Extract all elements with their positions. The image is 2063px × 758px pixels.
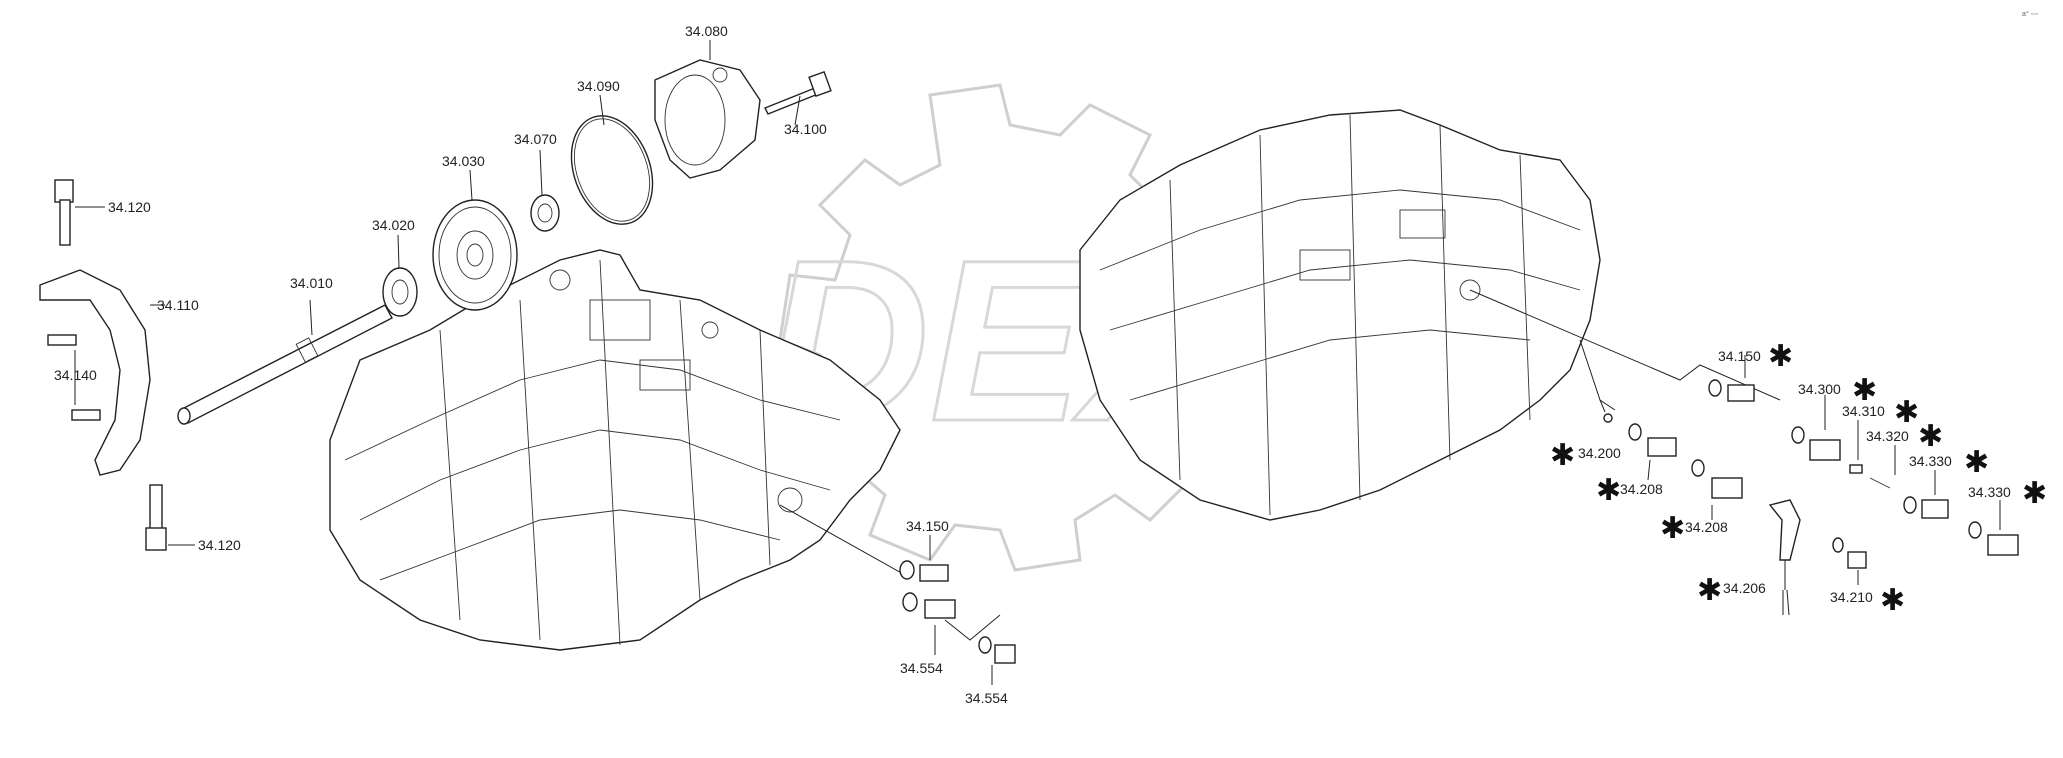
label-34200: 34.200: [1578, 445, 1621, 461]
label-34554-left-b: 34.554: [965, 690, 1008, 706]
asterisk-34210: ✱: [1880, 583, 1905, 618]
part-34120-bolt-top: [54, 179, 105, 246]
part-34310-spring: [1849, 420, 1863, 474]
part-34090-oring: [570, 94, 654, 225]
label-34120-top: 34.120: [108, 199, 151, 215]
label-34150-left: 34.150: [906, 518, 949, 534]
label-34208-b: 34.208: [1685, 519, 1728, 535]
transmission-housing-left: [329, 249, 901, 651]
part-34120-bolt-bottom: [145, 484, 195, 551]
part-34554-left-sensor-a: [902, 592, 956, 655]
leader-right-main: [1469, 289, 1781, 401]
part-34110-shift-fork: [39, 269, 165, 476]
label-34310: 34.310: [1842, 403, 1885, 419]
part-34208-sensor-a: [1628, 423, 1677, 481]
part-34020-bearing: [382, 234, 418, 317]
label-34140: 34.140: [54, 367, 97, 383]
part-34080-cover: [654, 40, 761, 179]
label-34110: 34.110: [157, 297, 199, 313]
asterisk-34208-b: ✱: [1660, 511, 1685, 546]
label-34010: 34.010: [290, 275, 333, 291]
label-34070: 34.070: [514, 131, 557, 147]
part-34330-sensor-a: [1903, 470, 1949, 519]
label-34090: 34.090: [577, 78, 620, 94]
transmission-housing-right: [1079, 109, 1601, 521]
asterisk-34330-a: ✱: [1964, 445, 1989, 480]
leader-right-branch: [1579, 339, 1616, 411]
label-34330-b: 34.330: [1968, 484, 2011, 500]
label-34330-a: 34.330: [1909, 453, 1952, 469]
label-34554-left-a: 34.554: [900, 660, 943, 676]
asterisk-34320: ✱: [1918, 419, 1943, 454]
part-34210-plug: [1832, 537, 1867, 585]
label-34210: 34.210: [1830, 589, 1873, 605]
label-34080: 34.080: [685, 23, 728, 39]
corner-mark: a° ◦◦◦: [2022, 10, 2038, 18]
label-34120-bottom: 34.120: [198, 537, 241, 553]
asterisk-34300: ✱: [1852, 373, 1877, 408]
asterisk-34200: ✱: [1550, 438, 1575, 473]
label-34206: 34.206: [1723, 580, 1766, 596]
part-34320-pin: [1869, 445, 1896, 489]
asterisk-34310: ✱: [1894, 395, 1919, 430]
label-34208-a: 34.208: [1620, 481, 1663, 497]
label-34300: 34.300: [1798, 381, 1841, 397]
part-34140-pads: [47, 334, 101, 421]
part-34208-sensor-b: [1691, 459, 1743, 520]
label-34020: 34.020: [372, 217, 415, 233]
part-34330-sensor-b: [1968, 500, 2019, 556]
part-34010-shaft: [177, 299, 393, 425]
part-34206-sensor-cable: [1768, 499, 1801, 616]
part-34554-left-sensor-b: [944, 614, 1016, 685]
part-34200-washer: [1599, 399, 1613, 423]
label-34030: 34.030: [442, 153, 485, 169]
label-34100: 34.100: [784, 121, 827, 137]
part-34150-right-sensor: [1708, 355, 1755, 402]
asterisk-34206: ✱: [1697, 573, 1722, 608]
asterisk-34150: ✱: [1768, 339, 1793, 374]
asterisk-34208-a: ✱: [1596, 473, 1621, 508]
part-34300-sensor: [1791, 395, 1841, 461]
part-34070-bearing: [530, 149, 560, 232]
part-34030-gear: [432, 169, 518, 311]
part-34150-left-sensor: [779, 504, 949, 582]
label-34320: 34.320: [1866, 428, 1909, 444]
asterisk-34330-b: ✱: [2022, 476, 2047, 511]
part-34100-bolt: [764, 70, 832, 126]
label-34150-right: 34.150: [1718, 348, 1761, 364]
